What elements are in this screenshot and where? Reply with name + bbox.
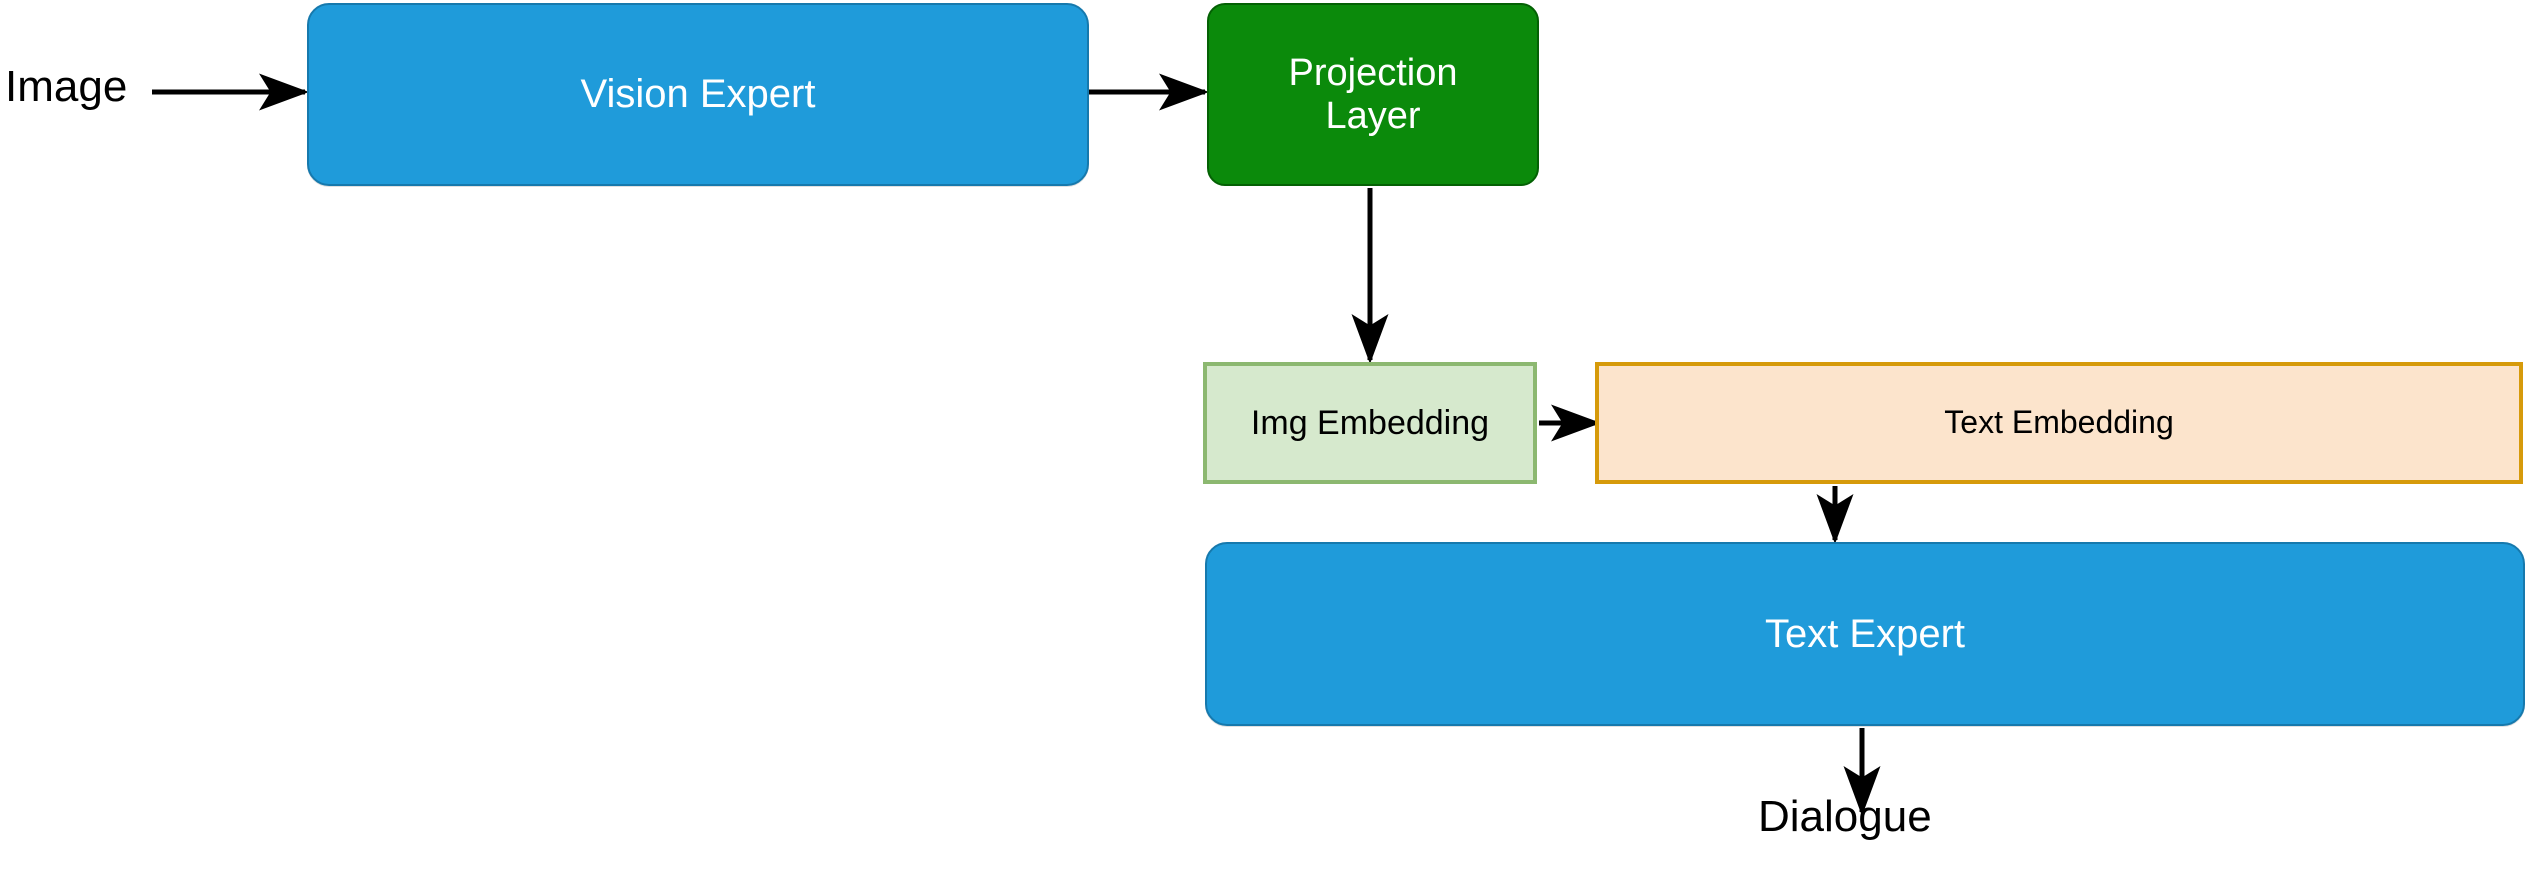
node-img-embedding[interactable]: Img Embedding (1203, 362, 1537, 484)
node-img-embedding-label: Img Embedding (1250, 403, 1490, 442)
node-text-embedding-label: Text Embedding (1944, 404, 2174, 441)
node-text-expert-label: Text Expert (1764, 611, 1966, 656)
node-text-embedding[interactable]: Text Embedding (1595, 362, 2523, 484)
node-projection-layer[interactable]: Projection Layer (1207, 3, 1539, 186)
node-vision-expert[interactable]: Vision Expert (307, 3, 1089, 186)
label-image: Image (5, 62, 128, 111)
node-vision-expert-label: Vision Expert (580, 72, 816, 117)
node-projection-layer-label: Projection Layer (1288, 51, 1458, 137)
label-dialogue: Dialogue (1758, 792, 1932, 841)
node-text-expert[interactable]: Text Expert (1205, 542, 2525, 726)
